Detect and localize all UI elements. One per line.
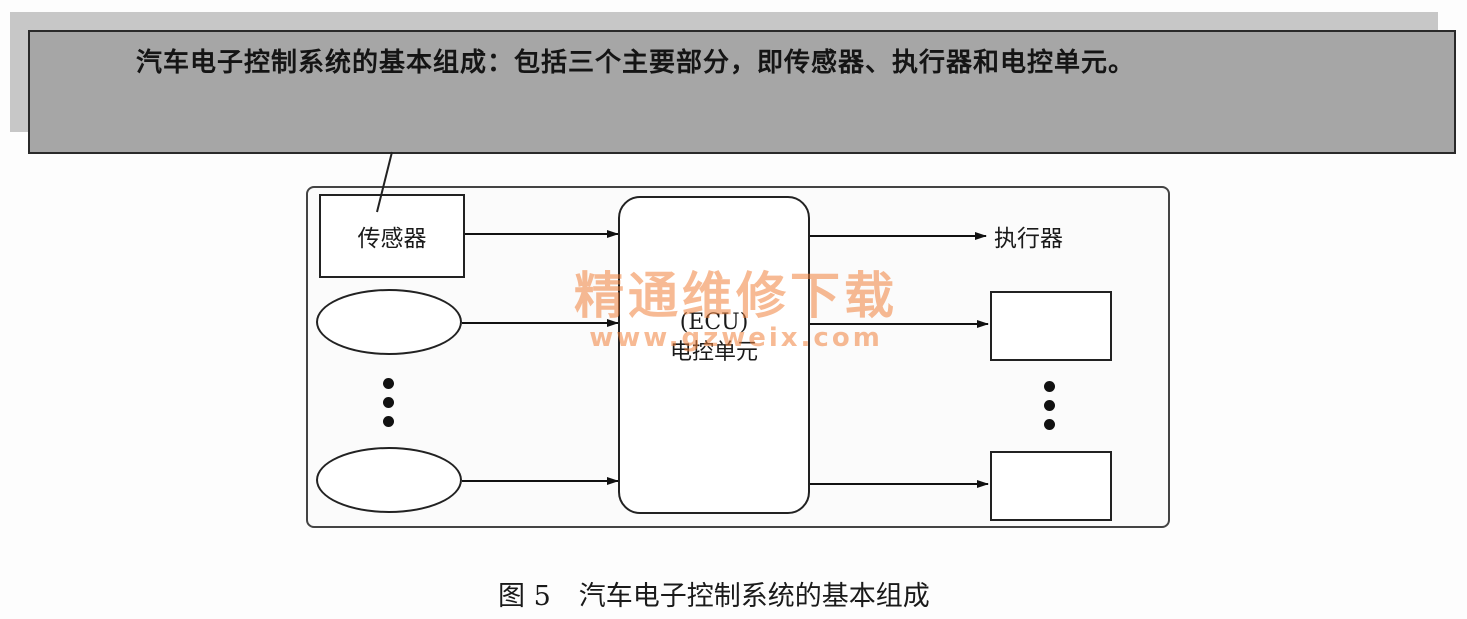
figure-caption: 图 5 汽车电子控制系统的基本组成 (498, 574, 930, 613)
sensor-label: 传感器 (357, 226, 427, 252)
ecu-box (618, 196, 810, 514)
actuator-box-bottom (990, 451, 1112, 521)
caption-number: 图 5 (498, 581, 551, 612)
callout-text: 汽车电子控制系统的基本组成：包括三个主要部分，即传感器、执行器和电控单元。 (136, 48, 1136, 78)
ecu-abbr: (ECU) (679, 310, 749, 335)
ecu-label: 电控单元 (669, 340, 758, 365)
input-ellipse-top (316, 289, 462, 355)
actuator-label: 执行器 (994, 226, 1063, 252)
sensor-box: 传感器 (319, 194, 465, 278)
actuator-box-top (990, 291, 1112, 361)
output-ellipsis-dot (1044, 419, 1055, 430)
input-ellipsis-dot (383, 416, 394, 427)
ecu-text-block: (ECU) 电控单元 (618, 308, 810, 368)
input-ellipsis-dot (383, 378, 394, 389)
output-ellipsis-dot (1044, 381, 1055, 392)
output-ellipsis-dot (1044, 400, 1055, 411)
callout-leader-line (376, 151, 393, 213)
callout-box (28, 30, 1456, 154)
caption-title: 汽车电子控制系统的基本组成 (578, 581, 930, 612)
input-ellipse-bottom (316, 447, 462, 513)
input-ellipsis-dot (383, 397, 394, 408)
